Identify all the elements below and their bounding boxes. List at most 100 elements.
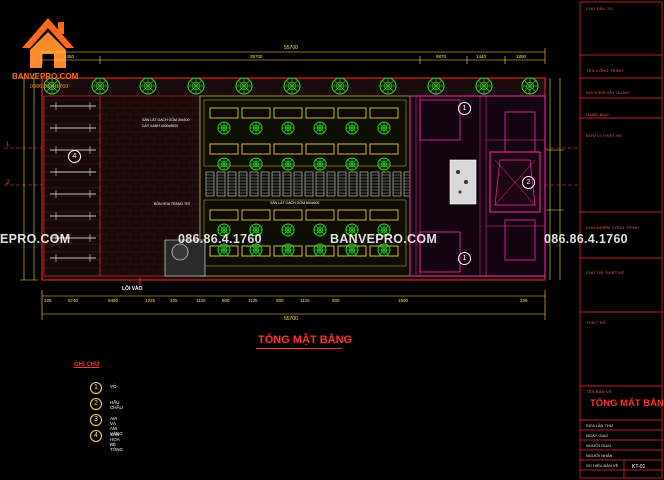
dimension-lines-bottom	[41, 290, 546, 320]
tree-icon	[313, 121, 327, 135]
logo-phone-text: 0986.86.4.1760	[30, 84, 69, 90]
planter-bed	[209, 143, 239, 155]
planter-bed	[241, 107, 271, 119]
gate-label: LỐI VÀO	[122, 286, 143, 292]
paving-strip	[271, 171, 281, 197]
paving-strip	[304, 171, 314, 197]
bottom-dim: 225	[44, 298, 52, 303]
grid-mark-2: 2	[6, 180, 10, 186]
tree-icon	[281, 157, 295, 171]
paving-strip	[359, 171, 369, 197]
logo-brand-text: BANVEPRO.COM	[12, 72, 79, 81]
note-paving: SÂN LÁT GẠCH GỐM 30x300	[142, 118, 190, 122]
paving-strip	[282, 171, 292, 197]
paving-strip	[238, 171, 248, 197]
planter-bed	[305, 143, 335, 155]
paving-strip	[216, 171, 226, 197]
tree-icon	[91, 77, 109, 95]
top-dim-1: 4450	[64, 54, 75, 59]
drawing-title-underline	[256, 348, 342, 349]
paving-strip	[249, 171, 259, 197]
tree-icon	[377, 157, 391, 171]
bottom-dim: 1125	[196, 298, 206, 303]
tree-icon	[345, 157, 359, 171]
planter-bed	[337, 209, 367, 221]
watermark-phone-left: 086.86.4.1760	[178, 232, 262, 246]
tb-row-revision: SỬA LẦN THỨ	[586, 423, 614, 428]
zone-marker-4: 4	[68, 150, 81, 163]
tree-icon	[521, 77, 539, 95]
tb-row-drawn: NGƯỜI GIAO	[586, 443, 612, 448]
bottom-dim: 600	[332, 298, 340, 303]
legend-label: VỎ	[110, 384, 117, 389]
tree-icon	[345, 223, 359, 237]
tree-icon	[377, 121, 391, 135]
tree-icon	[345, 243, 359, 257]
tree-icon	[475, 77, 493, 95]
tree-icon	[43, 77, 61, 95]
legend-label: HẦU CHẦU	[110, 400, 123, 410]
tree-icon	[139, 77, 157, 95]
tb-chief-label: CHỦ TRÌ THIẾT KẾ	[586, 270, 625, 275]
tree-row-top	[43, 77, 539, 95]
top-dim-5: 1890	[516, 54, 527, 59]
tree-icon	[313, 157, 327, 171]
planter-bed	[369, 107, 399, 119]
tree-icon	[345, 121, 359, 135]
temple-zone	[409, 95, 546, 277]
tree-icon	[217, 121, 231, 135]
paving-strip	[370, 171, 380, 197]
tree-icon	[377, 243, 391, 257]
bottom-dim: 1125	[248, 298, 258, 303]
tb-design-label: THIẾT KẾ	[586, 320, 606, 325]
legend-number: 2	[90, 398, 102, 410]
tree-icon	[249, 243, 263, 257]
tree-icon	[249, 121, 263, 135]
planter-bed	[209, 107, 239, 119]
watermark-site-center: BANVEPRO.COM	[330, 232, 438, 246]
logo-house-icon	[22, 18, 74, 68]
tb-row-date: NGÀY GIAO	[586, 433, 609, 438]
planter-bed	[273, 209, 303, 221]
tb-category-label: HẠNG MỤC	[586, 112, 610, 117]
bottom-dim: 5740	[68, 298, 79, 303]
legend-number: 1	[90, 382, 102, 394]
top-dim-4: 1440	[476, 54, 487, 59]
watermark-phone-right: 086.86.4.1760	[544, 232, 628, 246]
planter-bed	[273, 107, 303, 119]
legend-number: 3	[90, 414, 102, 426]
tree-icon	[427, 77, 445, 95]
planter-bed	[305, 107, 335, 119]
central-plaza	[199, 95, 413, 277]
tree-icon	[217, 223, 231, 237]
note-trees: CÂY XANH 4000x5000	[142, 124, 179, 128]
tree-icon	[249, 223, 263, 237]
tb-row-sheet: SỐ HIỆU BẢN VẼ	[586, 463, 619, 468]
paving-strip	[326, 171, 336, 197]
paving-strip	[315, 171, 325, 197]
paving-strip	[381, 171, 391, 197]
tree-icon	[281, 121, 295, 135]
dimension-lines-right	[546, 78, 564, 280]
tree-icon	[331, 77, 349, 95]
tb-sheet-title-label: TÊN BẢN VẼ	[586, 389, 612, 394]
paving-strip	[205, 171, 215, 197]
planter-bed	[337, 143, 367, 155]
tb-consultant-label: ĐƠN VỊ THIẾT KẾ	[586, 133, 623, 138]
title-block-frame	[579, 1, 663, 479]
top-dim-3: 9870	[436, 54, 447, 59]
zone-marker-1-bottom: 1	[458, 252, 471, 265]
note-paving-2: SÂN LÁT GẠCH GỐM 500x500	[270, 201, 320, 205]
note-flowerbed: BỒN HOA TRANG TRÍ	[154, 202, 190, 206]
tree-icon	[235, 77, 253, 95]
tree-icon	[281, 243, 295, 257]
tree-icon	[379, 77, 397, 95]
planter-bed	[337, 107, 367, 119]
tree-icon	[281, 223, 295, 237]
bottom-dim: 500	[222, 298, 230, 303]
drawing-title: TỔNG MẶT BẰNG	[258, 334, 353, 346]
tb-project-label: TÊN CÔNG TRÌNH	[586, 68, 624, 73]
tb-director-label: CHỦ NHIỆM CÔNG TRÌNH	[586, 225, 640, 230]
dimension-lines-left	[20, 77, 38, 281]
zone-marker-1-top: 1	[458, 102, 471, 115]
